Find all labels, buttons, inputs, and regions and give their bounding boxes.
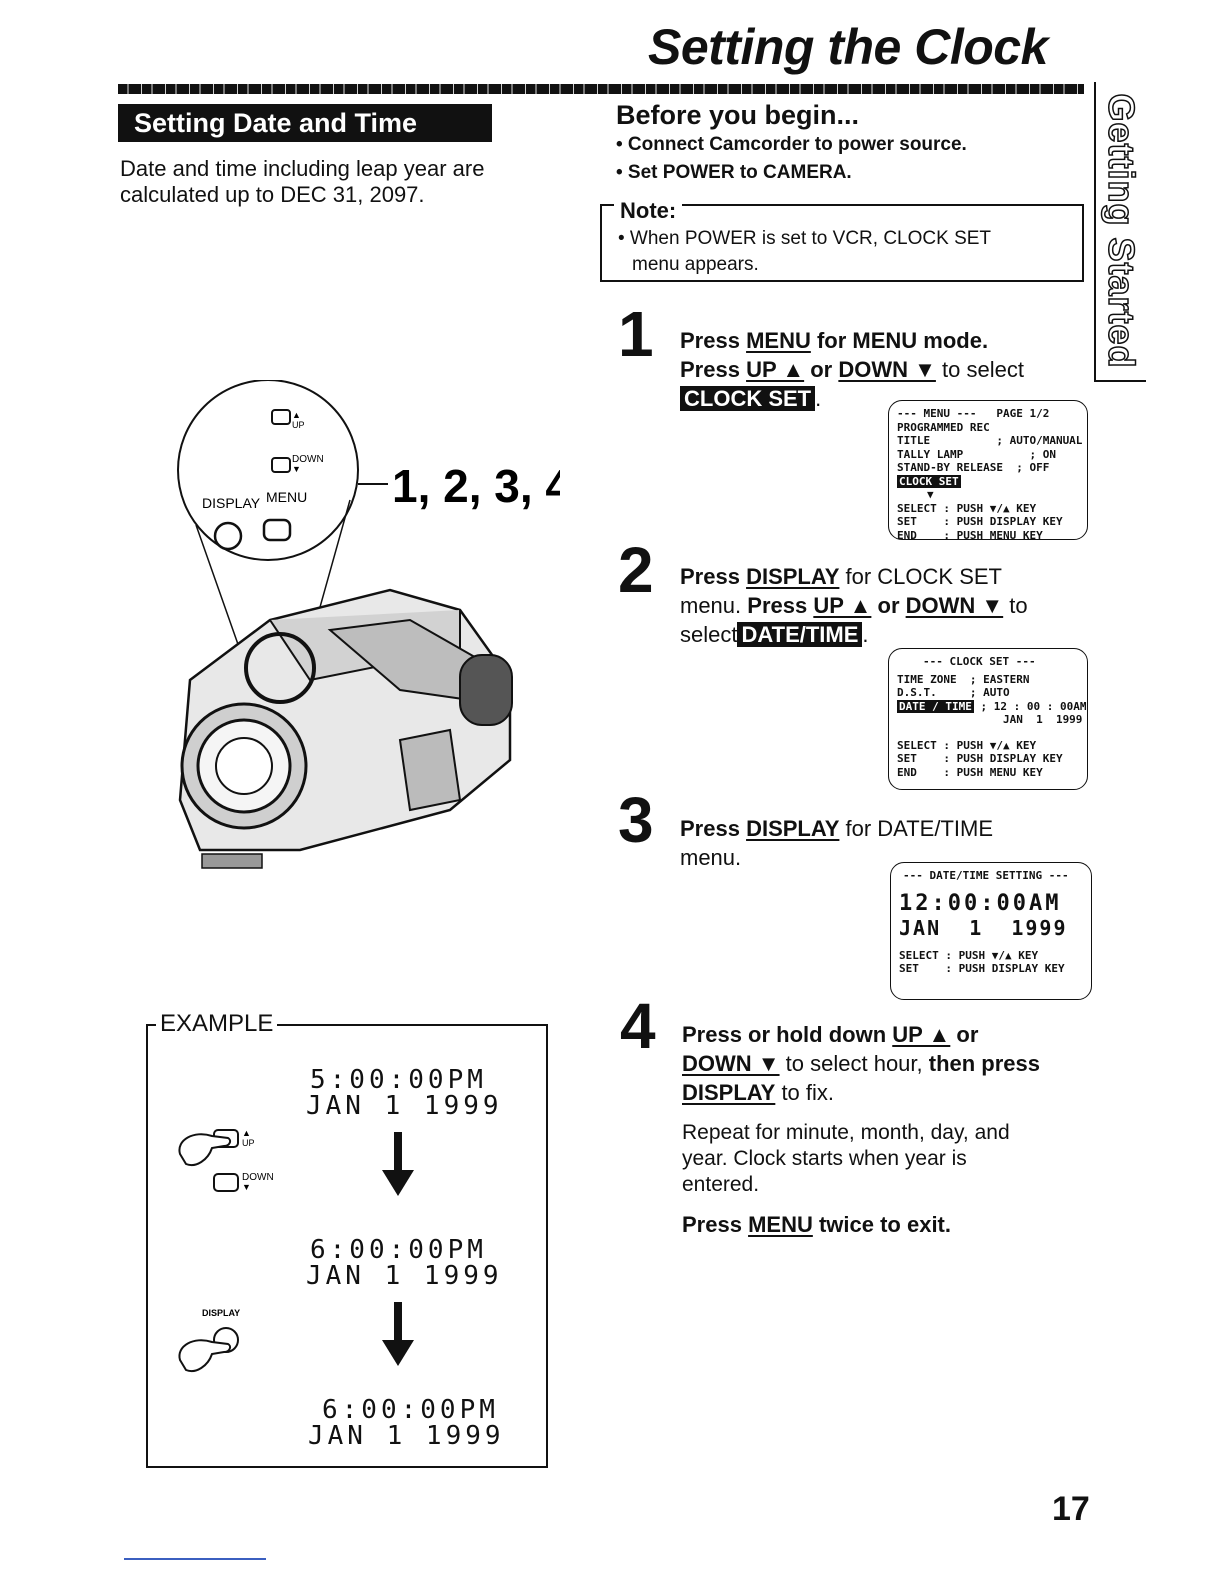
arrow-down-icon: [394, 1302, 402, 1342]
callout-circle: [177, 380, 359, 561]
up-label: UP: [242, 1138, 255, 1148]
menu-screen: --- MENU --- PAGE 1/2 PROGRAMMED REC TIT…: [888, 400, 1088, 542]
down-label: DOWN: [242, 1172, 274, 1183]
footer-rule: [124, 1558, 266, 1560]
step-1-text: Press MENU for MENU mode. Press UP ▲ or …: [680, 328, 1024, 411]
display-button-icon: [213, 521, 243, 551]
note-line: menu appears.: [632, 254, 759, 275]
example-time-1: 5:00:00PM: [310, 1065, 487, 1095]
note-text: • When POWER is set to VCR, CLOCK SET me…: [618, 226, 1072, 278]
prep-bullet: • Set POWER to CAMERA.: [616, 162, 852, 183]
arrow-down-icon: [382, 1340, 414, 1366]
up-button-icon: [271, 409, 291, 425]
menu-button-icon: [262, 518, 292, 542]
callout-line: [195, 524, 241, 651]
note-line: • When POWER is set to VCR, CLOCK SET: [618, 228, 992, 249]
arrow-down-icon: [394, 1132, 402, 1172]
hand-press-up-illustration: ▲ UP DOWN ▼: [178, 1128, 274, 1192]
clock-set-screen: --- CLOCK SET --- TIME ZONE ; EASTERN D.…: [888, 648, 1088, 790]
leap-year-note: Date and time including leap year are ca…: [120, 156, 540, 208]
display-label: DISPLAY: [202, 495, 261, 511]
note-label: Note:: [614, 198, 683, 224]
date-time-highlight: DATE/TIME: [737, 622, 863, 647]
repeat-instructions: Repeat for minute, month, day, and year.…: [682, 1121, 1010, 1196]
example-box: EXAMPLE 5:00:00PM JAN 1 1999 ▲ UP DOWN ▼…: [146, 1010, 548, 1468]
down-arrow-icon: ▼: [292, 464, 301, 474]
down-button-icon: [213, 1173, 239, 1192]
example-date-1: JAN 1 1999: [306, 1091, 503, 1121]
screen-time-readout: 12:00:00AM: [899, 890, 1062, 916]
up-arrow-icon: ▲: [292, 410, 301, 420]
lens-glass: [215, 737, 273, 795]
buttons-highlight-circle: [244, 632, 316, 704]
example-time-2: 6:00:00PM: [310, 1235, 487, 1265]
leap-note-line: calculated up to DEC 31, 2097.: [120, 182, 425, 207]
section-heading: Setting Date and Time: [118, 104, 492, 142]
step-1-number: 1: [618, 298, 654, 370]
prep-bullet: • Connect Camcorder to power source.: [616, 134, 967, 155]
screen-date-readout: JAN 1 1999: [899, 915, 1068, 940]
step-2-number: 2: [618, 534, 654, 606]
hand-icon: [178, 1133, 232, 1166]
example-label: EXAMPLE: [156, 1010, 278, 1038]
down-label: DOWN: [292, 454, 324, 465]
side-tab: Getting Started: [1094, 82, 1146, 382]
battery: [201, 853, 263, 869]
before-you-begin-heading: Before you begin...: [616, 100, 860, 130]
date-time-selected: DATE / TIME: [897, 699, 974, 713]
down-button-icon: [271, 457, 291, 473]
viewfinder-eyecup: [459, 654, 513, 726]
menu-label: MENU: [266, 489, 307, 505]
display-label: DISPLAY: [202, 1308, 240, 1318]
note-box: Note: • When POWER is set to VCR, CLOCK …: [600, 198, 1084, 282]
clock-set-highlight: CLOCK SET: [680, 386, 816, 411]
camcorder-illustration: ▲ UP DOWN ▼ DISPLAY MENU 1, 2, 3, 4: [177, 380, 560, 869]
hand-press-display-illustration: DISPLAY: [178, 1308, 240, 1372]
exit-instruction: Press MENU twice to exit.: [682, 1212, 951, 1237]
date-time-setting-screen: --- DATE/TIME SETTING --- 12:00:00AM JAN…: [890, 862, 1092, 1000]
title-rule: [118, 84, 1084, 94]
up-label: UP: [292, 420, 305, 430]
up-arrow-icon: ▲: [242, 1128, 251, 1138]
arrow-down-icon: [382, 1170, 414, 1196]
step-4-number: 4: [620, 990, 656, 1062]
step-3-number: 3: [618, 784, 654, 856]
example-date-3: JAN 1 1999: [308, 1421, 505, 1451]
example-date-2: JAN 1 1999: [306, 1261, 503, 1291]
hand-icon: [178, 1339, 232, 1372]
down-arrow-icon: ▼: [242, 1182, 251, 1192]
page-title: Setting the Clock: [648, 19, 1048, 75]
step-4-text: Press or hold down UP ▲ or DOWN ▼ to sel…: [682, 1022, 1041, 1105]
example-time-3: 6:00:00PM: [322, 1395, 499, 1425]
hand-strap: [398, 728, 462, 812]
side-tab-label: Getting Started: [1100, 93, 1143, 370]
page-number: 17: [1052, 1490, 1090, 1528]
step-3-text: Press DISPLAY for DATE/TIME menu.: [680, 816, 993, 870]
step-2-text: Press DISPLAY for CLOCK SET menu. Press …: [680, 564, 1028, 647]
leap-note-line: Date and time including leap year are: [120, 156, 485, 181]
clock-set-selected: CLOCK SET: [897, 474, 961, 488]
step-callout: 1, 2, 3, 4: [392, 460, 560, 512]
